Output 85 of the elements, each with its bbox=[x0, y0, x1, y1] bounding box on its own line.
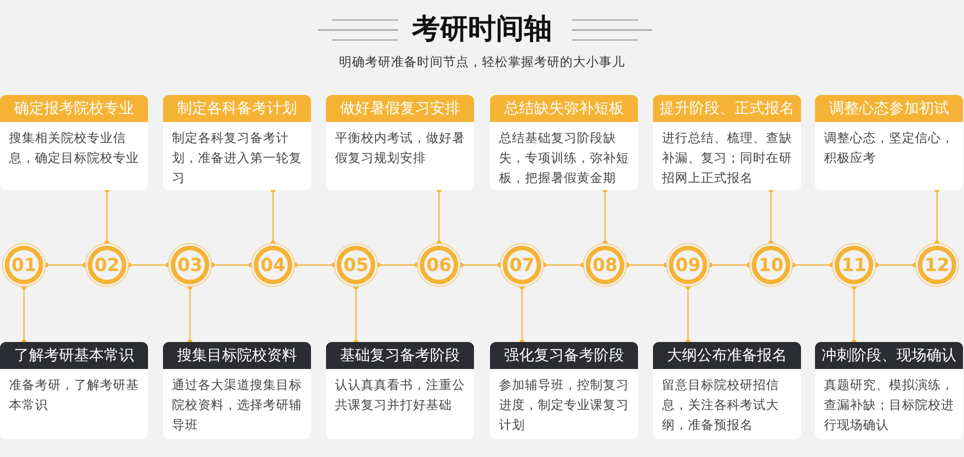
card-text: 留意目标院校研招信息，关注各科考试大纲，准备预报名 bbox=[661, 376, 780, 434]
card-text: 准备考研，了解考研基本常识 bbox=[8, 376, 140, 414]
timeline-card bbox=[653, 95, 801, 190]
card-text: 参加辅导班，控制复习进度，制定专业课复习计划 bbox=[498, 376, 630, 434]
timeline-card bbox=[815, 342, 963, 439]
card-heading: 大纲公布准备报名 bbox=[653, 342, 801, 369]
step-number: 11 bbox=[841, 254, 867, 276]
card-heading: 确定报考院校专业 bbox=[0, 95, 148, 122]
number-circle bbox=[583, 243, 627, 287]
card-heading: 搜集目标院校资料 bbox=[163, 342, 311, 369]
number-circle bbox=[417, 243, 461, 287]
number-circle bbox=[749, 243, 793, 287]
connector-line bbox=[436, 188, 442, 246]
connector-line bbox=[44, 262, 88, 268]
timeline-card bbox=[163, 342, 311, 439]
step-number: 08 bbox=[592, 254, 618, 276]
number-circle bbox=[500, 243, 544, 287]
step-number: 07 bbox=[509, 254, 535, 276]
card-heading: 调整心态参加初试 bbox=[815, 95, 963, 122]
connector-line bbox=[270, 188, 276, 246]
card-text: 认认真真看书，注重公共课复习并打好基础 bbox=[334, 376, 466, 414]
card-text: 进行总结、梳理、查缺补漏、复习；同时在研招网上正式报名 bbox=[661, 129, 793, 187]
connector-line bbox=[708, 262, 752, 268]
step-number: 06 bbox=[426, 254, 452, 276]
card-text: 通过各大渠道搜集目标院校资料，选择考研辅导班 bbox=[171, 376, 303, 434]
number-circle bbox=[85, 243, 129, 287]
connector-line bbox=[22, 284, 26, 344]
connector-line bbox=[104, 188, 110, 246]
card-text: 平衡校内考试，做好暑假复习规划安排 bbox=[334, 129, 466, 167]
timeline-card bbox=[0, 95, 148, 190]
timeline-card bbox=[0, 342, 148, 439]
connector-line bbox=[354, 284, 358, 344]
card-text: 制定各科复习备考计划，准备进入第一轮复习 bbox=[171, 129, 303, 187]
step-number: 02 bbox=[94, 254, 120, 276]
timeline-card bbox=[163, 95, 311, 190]
connector-line bbox=[520, 284, 524, 344]
number-circle bbox=[251, 243, 295, 287]
step-number: 05 bbox=[343, 254, 369, 276]
connector-line bbox=[126, 262, 170, 268]
timeline-card bbox=[490, 342, 638, 439]
card-text: 真题研究、模拟演练，查漏补缺；目标院校进行现场确认 bbox=[823, 376, 955, 434]
number-circle bbox=[168, 243, 212, 287]
number-circle bbox=[832, 243, 876, 287]
card-heading: 冲刺阶段、现场确认 bbox=[815, 342, 963, 369]
timeline-card bbox=[653, 342, 801, 439]
connector-line bbox=[602, 188, 608, 246]
connector-line bbox=[188, 284, 192, 344]
connector-line bbox=[768, 188, 774, 246]
timeline-card bbox=[815, 95, 963, 190]
step-number: 04 bbox=[260, 254, 286, 276]
title: 考研时间轴 bbox=[412, 12, 552, 45]
card-text: 总结基础复习阶段缺失，专项训练，弥补短板，把握暑假黄金期 bbox=[498, 129, 630, 187]
card-heading: 强化复习备考阶段 bbox=[490, 342, 638, 369]
card-text: 调整心态，坚定信心，积极应考 bbox=[823, 129, 955, 167]
card-heading: 做好暑假复习安排 bbox=[326, 95, 474, 122]
card-heading: 制定各科备考计划 bbox=[163, 95, 311, 122]
card-heading: 基础复习备考阶段 bbox=[326, 342, 474, 369]
connector-line bbox=[852, 284, 856, 344]
connector-line bbox=[376, 262, 420, 268]
connector-line bbox=[624, 262, 668, 268]
connector-line bbox=[790, 262, 834, 268]
step-number: 10 bbox=[758, 254, 784, 276]
number-circle bbox=[2, 243, 46, 287]
timeline-card bbox=[326, 95, 474, 190]
connector-line bbox=[934, 188, 940, 246]
card-text: 搜集相关院校专业信息，确定目标院校专业 bbox=[8, 129, 140, 167]
step-number: 01 bbox=[11, 254, 37, 276]
timeline-card bbox=[326, 342, 474, 439]
card-heading: 了解考研基本常识 bbox=[0, 342, 148, 369]
number-circle bbox=[334, 243, 378, 287]
connector-line bbox=[542, 262, 586, 268]
connector-line bbox=[458, 262, 502, 268]
step-number: 03 bbox=[177, 254, 203, 276]
number-circle bbox=[666, 243, 710, 287]
timeline-card bbox=[490, 95, 638, 190]
card-heading: 提升阶段、正式报名 bbox=[653, 95, 801, 122]
connector-line bbox=[292, 262, 336, 268]
connector-line bbox=[210, 262, 254, 268]
step-number: 12 bbox=[924, 254, 950, 276]
connector-line bbox=[686, 284, 690, 344]
number-circle bbox=[915, 243, 959, 287]
step-number: 09 bbox=[675, 254, 701, 276]
card-heading: 总结缺失弥补短板 bbox=[490, 95, 638, 122]
connector-line bbox=[874, 262, 918, 268]
subtitle: 明确考研准备时间节点，轻松掌握考研的大小事儿 bbox=[339, 54, 625, 69]
